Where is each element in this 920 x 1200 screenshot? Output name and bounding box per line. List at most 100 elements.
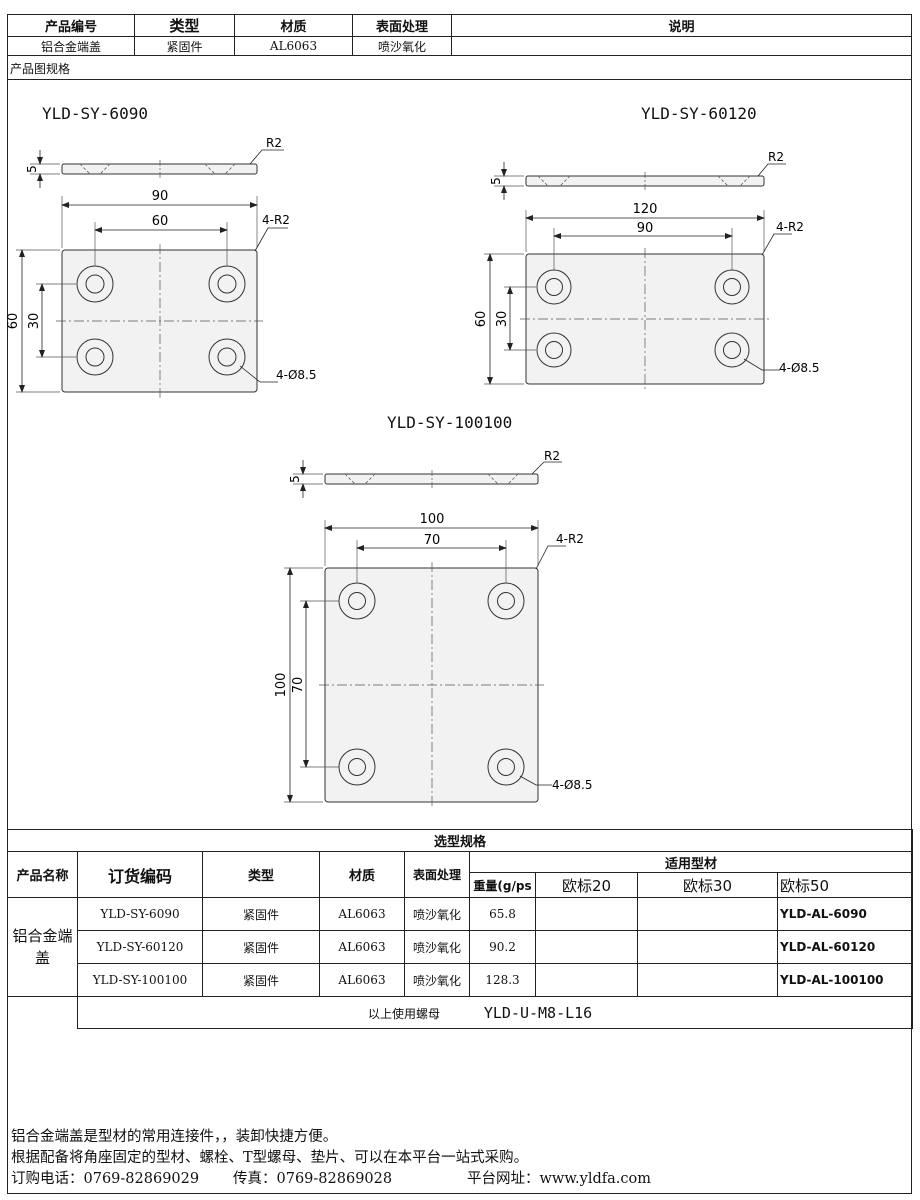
dim-width-6090: 90 — [152, 189, 169, 204]
dim-hole-pitch-x-60120: 90 — [637, 221, 654, 236]
dim-width-60120: 120 — [633, 202, 658, 217]
col-type: 类型 — [202, 851, 320, 898]
dim-hole-pitch-y-100100: 70 — [291, 677, 306, 694]
row-surface: 喷沙氧化 — [404, 963, 470, 997]
row-type: 紧固件 — [202, 930, 320, 964]
header-value-type: 紧固件 — [134, 36, 235, 56]
note-line-2: 根据配备将角座固定的型材、螺栓、T型螺母、垫片、可以在本平台一站式采购。 — [11, 1150, 529, 1166]
dim-thickness-100100: 5 — [288, 475, 302, 483]
top-view-60120: 120 90 60 30 4-R2 4-Ø8.5 — [474, 202, 820, 390]
nut-code: YLD-U-M8-L16 — [483, 1003, 593, 1022]
technical-drawings: 5 R2 90 60 60 30 — [6, 136, 820, 808]
hole-6090 — [76, 338, 114, 376]
drawing-60120: 5 R2 120 90 60 30 — [474, 150, 820, 390]
contact-fax: 传真：0769-82869028 — [233, 1171, 393, 1187]
product-name-cell: 铝合金端盖 — [7, 897, 78, 997]
header-value-surface: 喷沙氧化 — [352, 36, 452, 56]
row-euro50: YLD-AL-6090 — [777, 897, 913, 931]
note-corner-60120: 4-R2 — [776, 220, 804, 234]
selection-table: 选型规格 产品名称 订货编码 类型 材质 表面处理 适用型材 重量(g/ps 欧… — [7, 829, 913, 1029]
header-value-description — [451, 36, 912, 56]
top-view-100100: 100 70 100 70 4-R2 4-Ø8.5 — [274, 512, 593, 808]
contact-phone: 订购电话：0769-82869029 — [11, 1171, 200, 1187]
section-label: 产品图规格 — [10, 62, 71, 76]
dim-height-60120: 60 — [474, 311, 489, 328]
dim-thickness-6090: 5 — [25, 165, 39, 173]
side-view-6090: 5 R2 — [25, 136, 284, 188]
row-euro30 — [637, 930, 778, 964]
row-euro50: YLD-AL-60120 — [777, 930, 913, 964]
row-weight: 90.2 — [469, 930, 536, 964]
col-euro50: 欧标50 — [777, 872, 913, 898]
header-table: 产品编号 类型 材质 表面处理 说明 铝合金端盖 紧固件 AL6063 喷沙氧化 — [7, 14, 912, 56]
side-view-100100: 5 R2 — [288, 449, 562, 498]
row-weight: 128.3 — [469, 963, 536, 997]
contact-website: 平台网址：www.yldfa.com — [467, 1171, 651, 1187]
row-material: AL6063 — [319, 963, 405, 997]
col-applicable-profiles: 适用型材 — [469, 851, 913, 873]
row-euro30 — [637, 897, 778, 931]
col-euro20: 欧标20 — [535, 872, 638, 898]
row-code: YLD-SY-100100 — [77, 963, 203, 997]
row-surface: 喷沙氧化 — [404, 897, 470, 931]
hole-6090 — [208, 338, 246, 376]
header-col-type: 类型 — [134, 14, 235, 37]
table-row: YLD-SY-100100 紧固件 AL6063 喷沙氧化 128.3 YLD-… — [8, 963, 913, 997]
section-divider — [7, 79, 912, 80]
blank-cell — [7, 996, 78, 1029]
table-row: 铝合金端盖 YLD-SY-6090 紧固件 AL6063 喷沙氧化 65.8 Y… — [7, 897, 913, 997]
row-euro50: YLD-AL-100100 — [777, 963, 913, 997]
hole-100100 — [487, 748, 525, 786]
row-euro20 — [535, 963, 638, 997]
nut-label: 以上使用螺母 — [368, 1006, 441, 1021]
row-material: AL6063 — [319, 897, 405, 931]
col-order-code: 订货编码 — [77, 851, 203, 898]
note-corner-100100: 4-R2 — [556, 532, 584, 546]
header-value-material: AL6063 — [234, 36, 353, 56]
row-euro20 — [535, 897, 638, 931]
drawing-100100: 5 R2 100 70 100 70 — [274, 449, 593, 808]
dim-hole-pitch-x-100100: 70 — [424, 533, 441, 548]
hole-60120 — [536, 332, 572, 368]
drawing-title-6090: YLD-SY-6090 — [42, 104, 148, 123]
dim-height-6090: 60 — [6, 313, 21, 330]
row-type: 紧固件 — [202, 897, 320, 931]
nut-row: 以上使用螺母 YLD-U-M8-L16 — [77, 996, 913, 1029]
dim-thickness-60120: 5 — [489, 177, 503, 185]
header-value-code: 铝合金端盖 — [7, 36, 135, 56]
drawing-6090: 5 R2 90 60 60 30 — [6, 136, 317, 398]
note-hole-60120: 4-Ø8.5 — [779, 361, 820, 375]
top-view-6090: 90 60 60 30 4-R2 4-Ø8.5 — [6, 189, 317, 398]
dim-corner-100100: R2 — [544, 449, 560, 463]
dim-hole-pitch-x-6090: 60 — [152, 214, 169, 229]
row-euro20 — [535, 930, 638, 964]
col-material: 材质 — [319, 851, 405, 898]
dim-width-100100: 100 — [420, 512, 445, 527]
table-row: YLD-SY-60120 紧固件 AL6063 喷沙氧化 90.2 YLD-AL… — [8, 930, 913, 964]
col-weight: 重量(g/ps — [469, 872, 536, 898]
note-hole-6090: 4-Ø8.5 — [276, 368, 317, 382]
drawing-title-60120: YLD-SY-60120 — [641, 104, 757, 123]
col-euro30: 欧标30 — [637, 872, 778, 898]
side-view-60120: 5 R2 — [489, 150, 786, 200]
note-hole-100100: 4-Ø8.5 — [552, 778, 593, 792]
row-surface: 喷沙氧化 — [404, 930, 470, 964]
row-code: YLD-SY-60120 — [77, 930, 203, 964]
dim-height-100100: 100 — [274, 673, 289, 698]
drawing-title-100100: YLD-SY-100100 — [387, 413, 513, 432]
row-euro30 — [637, 963, 778, 997]
row-code: YLD-SY-6090 — [77, 897, 203, 931]
row-material: AL6063 — [319, 930, 405, 964]
selection-title: 选型规格 — [7, 829, 913, 852]
dim-corner-6090: R2 — [266, 136, 282, 150]
dim-hole-pitch-y-60120: 30 — [495, 311, 510, 328]
col-surface: 表面处理 — [404, 851, 470, 898]
row-weight: 65.8 — [469, 897, 536, 931]
note-line-1: 铝合金端盖是型材的常用连接件，，装卸快捷方便。 — [11, 1129, 338, 1145]
dim-corner-60120: R2 — [768, 150, 784, 164]
col-product-name: 产品名称 — [7, 851, 78, 898]
row-type: 紧固件 — [202, 963, 320, 997]
hole-60120 — [714, 332, 750, 368]
note-corner-6090: 4-R2 — [262, 213, 290, 227]
dim-hole-pitch-y-6090: 30 — [27, 313, 42, 330]
